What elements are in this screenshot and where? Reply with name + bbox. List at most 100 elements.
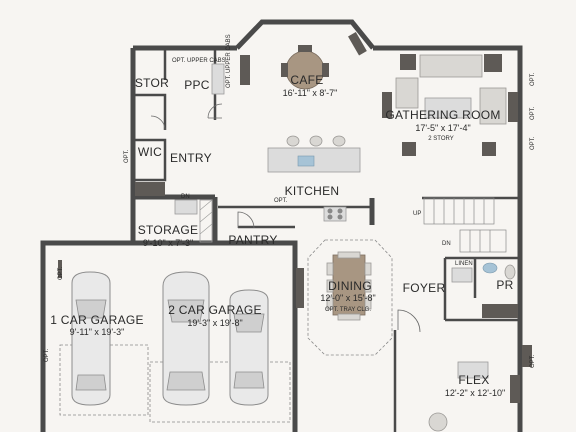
dining-chair-l2 xyxy=(326,279,334,293)
cafe-chair-right-2 xyxy=(322,63,329,77)
armchair xyxy=(479,87,507,125)
end-table-1 xyxy=(400,54,416,70)
stool-1 xyxy=(286,135,300,147)
dining-tray-outline xyxy=(307,239,393,356)
dining-chair-r3 xyxy=(364,296,372,310)
garage-1-name: 1 CAR GARAGE xyxy=(50,313,144,327)
stor-name: STOR xyxy=(135,76,169,90)
dining-area: DINING 12'-0" x 15'-8" OPT. TRAY CLG. xyxy=(296,239,393,356)
gathering-name: GATHERING ROOM xyxy=(385,108,500,122)
dn-label: DN xyxy=(181,194,190,200)
car-2-icon xyxy=(162,271,210,406)
dining-chair-top xyxy=(337,251,361,259)
foyer-name: FOYER xyxy=(403,281,446,295)
coffee-table xyxy=(424,97,472,119)
dining-chair-bottom xyxy=(337,313,361,321)
linen-name: LINEN xyxy=(455,261,473,267)
flex-window xyxy=(522,345,532,367)
ppc-door xyxy=(207,103,223,119)
opt-upper-cabs-label: OPT. UPPER CABS xyxy=(172,58,226,64)
storage-name: STORAGE xyxy=(138,223,199,237)
flex-desk xyxy=(457,361,489,379)
foyer-bench xyxy=(482,304,518,318)
end-table-4 xyxy=(482,142,496,156)
end-table-2 xyxy=(484,54,502,72)
garage-door-jamb xyxy=(58,260,62,278)
garage-2-dim: 19'-3" x 19'-8" xyxy=(187,318,242,328)
opt-label-wic: OPT. xyxy=(124,149,130,163)
cafe-hutch xyxy=(240,55,250,85)
car-1-icon xyxy=(71,271,111,406)
dining-dim: 12'-0" x 15'-8" xyxy=(320,293,375,303)
toilet-icon xyxy=(504,264,516,280)
cafe-name: CAFE xyxy=(290,73,323,87)
up-label: UP xyxy=(413,211,421,217)
cafe-area: CAFE 16'-11" x 8'-7" xyxy=(240,31,367,98)
pr-sink-icon xyxy=(482,262,498,274)
wic-name: WIC xyxy=(138,145,162,159)
garage-1-dim: 9'-11" x 19'-3" xyxy=(70,327,125,337)
storage-area: STORAGE 9'-10" x 7'-3" PANTRY xyxy=(138,199,277,248)
gathering-note: 2 STORY xyxy=(428,136,453,142)
pantry-name: PANTRY xyxy=(228,233,277,247)
loveseat xyxy=(395,77,419,109)
cafe-chair-right xyxy=(348,31,367,56)
opt-label-garage-2: OPT. xyxy=(58,266,64,280)
garage-2-name: 2 CAR GARAGE xyxy=(168,303,262,317)
flex-shelf xyxy=(510,375,520,403)
opt-label-kitchen: OPT. xyxy=(274,198,288,204)
opt-upper-cabs-label-2: OPT. UPPER CABS xyxy=(226,34,232,88)
entry-step xyxy=(174,199,198,215)
cafe-dim: 16'-11" x 8'-7" xyxy=(283,88,338,98)
dining-chair-l1 xyxy=(326,262,334,276)
dining-chair-l3 xyxy=(326,296,334,310)
gathering-area: GATHERING ROOM 17'-5" x 17'-4" 2 STORY O… xyxy=(382,54,536,156)
ppc-name: PPC xyxy=(184,78,210,92)
sink-icon xyxy=(297,155,315,167)
pantry-door xyxy=(237,211,255,229)
dining-note: OPT. TRAY CLG. xyxy=(325,307,371,313)
end-table-3 xyxy=(402,142,416,156)
opt-label-gr-2: OPT. xyxy=(530,106,536,120)
linen-shelf xyxy=(451,267,473,283)
mudroom-area: STOR PPC OPT. UPPER CABS OPT. UPPER CABS… xyxy=(124,34,232,215)
garage-area: OPT. OPT. 1 CAR GARAGE 9'-11" x 19'-3" 2… xyxy=(44,260,291,423)
opt-label-flex: OPT. xyxy=(530,354,536,368)
dining-chair-r2 xyxy=(364,279,372,293)
cafe-chair-left xyxy=(281,63,288,77)
dn-label-stair: DN xyxy=(442,241,451,247)
cafe-chair-top xyxy=(298,45,312,52)
storage-dim: 9'-10" x 7'-3" xyxy=(143,238,193,248)
flex-chair xyxy=(428,412,448,432)
range-icon xyxy=(323,206,347,222)
bench xyxy=(135,182,165,196)
stor-door xyxy=(150,115,166,131)
console xyxy=(382,92,392,118)
storage-hatch xyxy=(199,199,213,243)
flex-dim: 12'-2" x 12'-10" xyxy=(445,388,505,398)
stair-foyer-area: UP DN LINEN PR FOYER xyxy=(397,197,518,333)
garage-outline-1 xyxy=(59,344,149,416)
sofa xyxy=(419,54,483,78)
entry-name: ENTRY xyxy=(170,151,212,165)
front-door xyxy=(397,309,421,333)
opt-label-gr-3: OPT. xyxy=(530,136,536,150)
flex-area: OPT. FLEX 12'-2" x 12'-10" xyxy=(428,345,536,432)
opt-label-garage: OPT. xyxy=(44,348,50,362)
flex-name: FLEX xyxy=(458,373,489,387)
fireplace xyxy=(508,92,518,122)
dining-buffet xyxy=(296,268,304,308)
gathering-dim: 17'-5" x 17'-4" xyxy=(415,123,470,133)
opt-label-gr-1: OPT. xyxy=(530,72,536,86)
stair-icon xyxy=(423,197,507,253)
stool-3 xyxy=(332,135,346,147)
pr-name: PR xyxy=(496,278,513,292)
dining-name: DINING xyxy=(328,279,372,293)
car-3-icon xyxy=(229,289,269,406)
kitchen-area: KITCHEN OPT. xyxy=(267,135,361,222)
walls xyxy=(40,19,523,432)
ppc-cabinet xyxy=(211,63,225,95)
dining-chair-r1 xyxy=(364,262,372,276)
